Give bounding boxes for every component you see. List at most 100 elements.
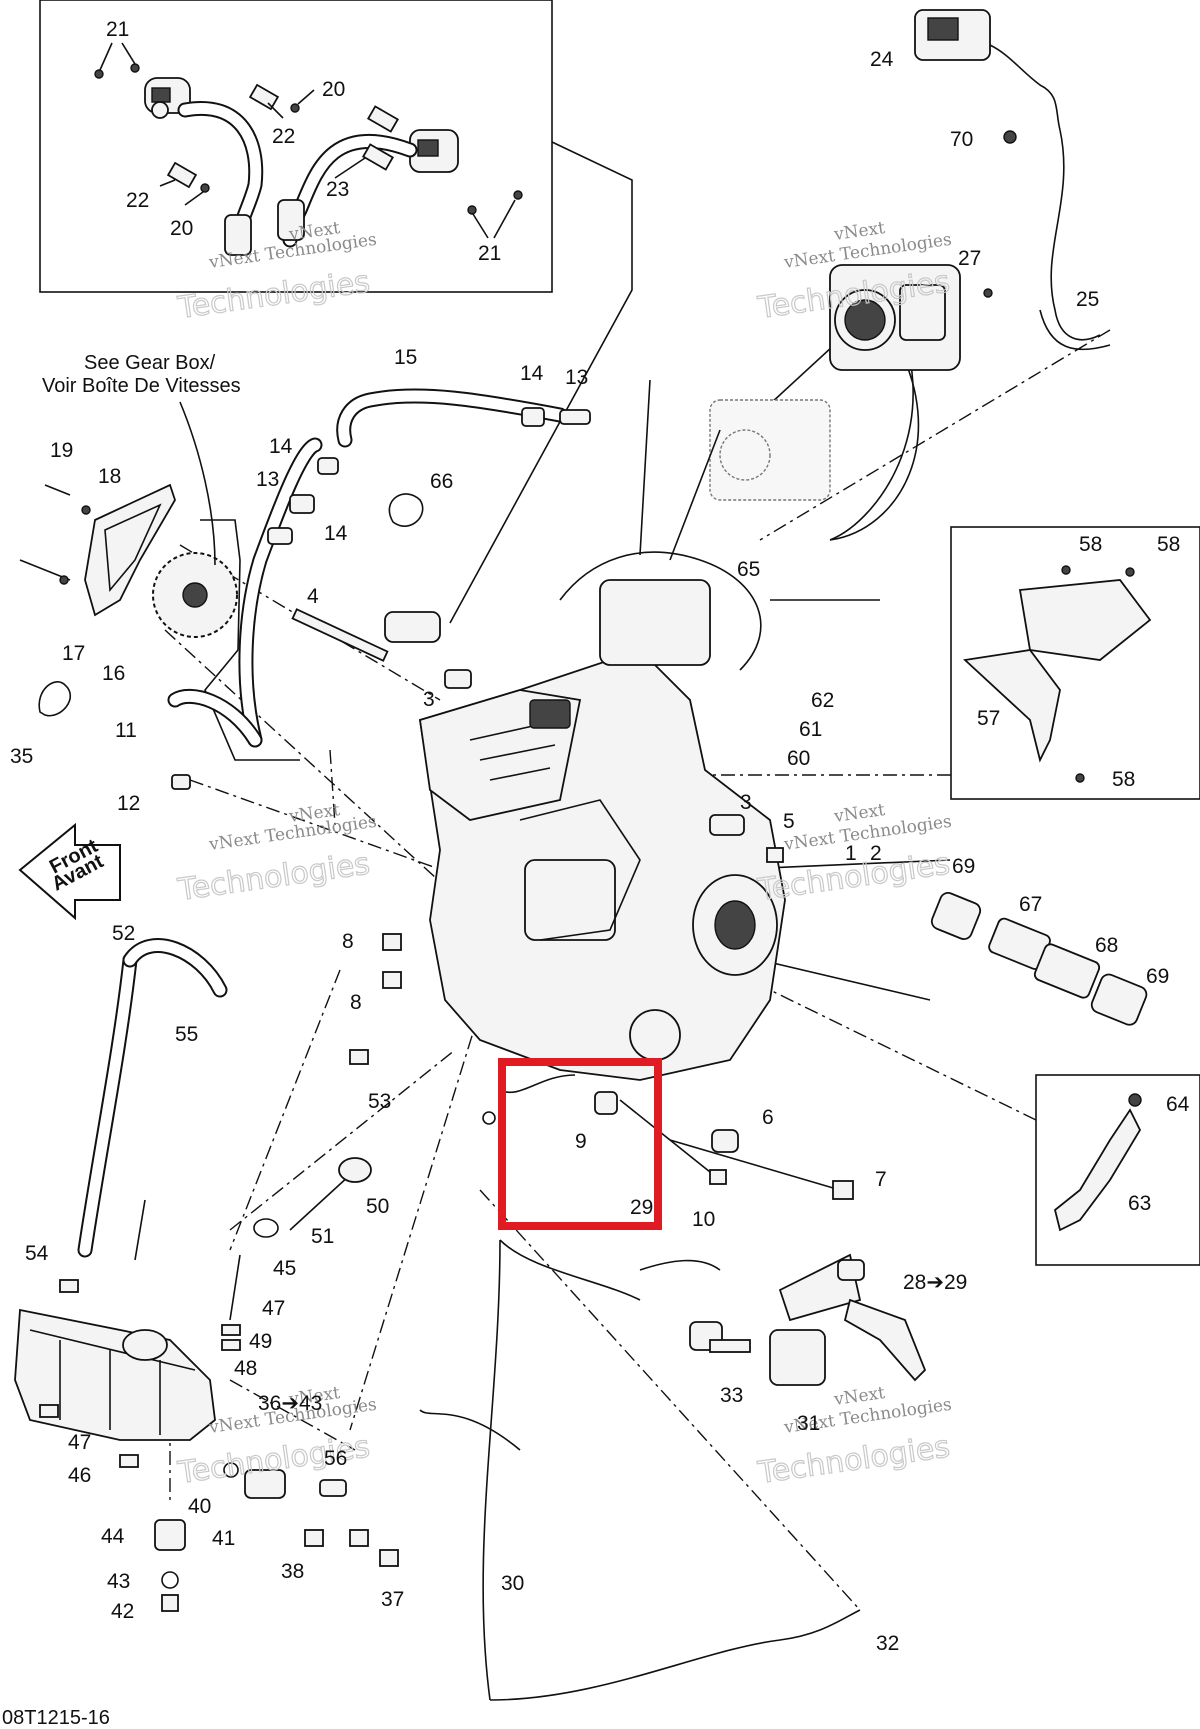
callout-40: 40 [188,1495,211,1518]
clamp-14c [267,527,293,545]
callout-57: 57 [977,707,1000,730]
callout-5: 5 [783,810,795,833]
callout-52: 52 [112,922,135,945]
callout-41: 41 [212,1527,235,1550]
callout-53: 53 [368,1090,391,1113]
callout-63: 63 [1128,1192,1151,1215]
mount-bushings [930,892,1148,1026]
callout-22: 22 [272,125,295,148]
nut-21d [513,190,523,200]
spacer-22a [248,83,280,111]
washer-43 [161,1571,179,1589]
callout-29: 29 [630,1196,653,1219]
ignition-coil-assembly [94,42,523,256]
callout-62: 62 [811,689,834,712]
callout-20: 20 [170,217,193,240]
oring-51 [253,1218,279,1238]
sensor-66 [384,611,441,643]
bushing-9 [594,1091,618,1115]
spacer-22b [166,161,198,189]
nut-21c [467,205,477,215]
callout-38: 38 [281,1560,304,1583]
cables [419,1239,861,1701]
throttle-body-top [914,9,1111,351]
bolt-7-head [832,1180,854,1200]
tank-hardware [39,1199,399,1612]
callout-49: 49 [249,1330,272,1353]
oring-40 [223,1462,239,1478]
callout-47: 47 [68,1431,91,1454]
shift-lever [1053,1093,1142,1232]
clamp-14b [317,457,339,475]
callout-17: 17 [62,642,85,665]
perch-31 [769,1329,826,1386]
callout-13: 13 [565,366,588,389]
oil-tank [14,1308,216,1441]
drive-sprocket [152,552,238,638]
clamp-56 [319,1479,347,1497]
callout-3: 3 [423,688,435,711]
spacer-23a [367,105,399,133]
callout-70: 70 [950,128,973,151]
callout-33: 33 [720,1384,743,1407]
fitting-37b [379,1549,399,1567]
nut-10 [709,1169,727,1185]
callout-31: 31 [797,1412,820,1435]
callout-7: 7 [875,1168,887,1191]
callout-66: 66 [430,470,453,493]
callout-50: 50 [366,1195,389,1218]
callout-36-43: 36➔43 [258,1392,322,1415]
callout-67: 67 [1019,893,1042,916]
callout-35: 35 [10,745,33,768]
clamp-12 [171,774,191,790]
adjuster-33b [709,1339,751,1353]
nut-20a [290,103,300,113]
watermark-outline: Technologies [175,846,372,908]
watermark-outline: Technologies [175,264,372,326]
nut-5 [766,847,784,863]
callout-15: 15 [394,346,417,369]
callout-22: 22 [126,189,149,212]
callout-68: 68 [1095,934,1118,957]
callout-65: 65 [737,558,760,581]
callout-labels: 21 20 22 23 22 20 21 24 70 27 25 15 14 1… [10,18,1190,1655]
gear-box-note-en: See Gear Box/ [84,352,216,374]
callout-4: 4 [307,585,319,608]
bushing-69a [930,892,982,940]
bushing-3b [709,814,745,836]
plug-42 [161,1594,179,1612]
pedal-bracket [963,565,1152,783]
callout-1: 1 [845,842,857,865]
callout-48: 48 [234,1357,257,1380]
shift-lever-inset-box [1035,1074,1200,1266]
spark-plug-boot-rear [277,199,305,241]
callout-21: 21 [478,242,501,265]
callout-14: 14 [520,362,544,385]
spacer-6 [711,1129,739,1153]
callout-8: 8 [350,991,362,1014]
highlight-box [498,1058,662,1230]
callout-6: 6 [762,1106,774,1129]
nut-21a [94,69,104,79]
callout-64: 64 [1166,1093,1190,1116]
fitting-38 [304,1529,324,1547]
callout-9: 9 [575,1130,587,1153]
callout-30: 30 [501,1572,524,1595]
gear-box-note-fr: Voir Boîte De Vitesses [42,375,241,397]
callout-44: 44 [101,1525,125,1548]
callout-23: 23 [326,178,349,201]
callout-18: 18 [98,465,121,488]
clutch-lever [689,1253,927,1386]
o-ring-66 [388,493,424,527]
spacer-44 [154,1519,186,1551]
callout-55: 55 [175,1023,198,1046]
clamp-70 [1003,130,1017,144]
spark-plug-boot-front [224,214,252,256]
callout-8: 8 [342,930,354,953]
callout-54: 54 [25,1242,49,1265]
watermark-outline: Technologies [755,1429,952,1491]
bushing-68 [1033,943,1101,999]
callout-69: 69 [952,855,975,878]
nut-8a [382,933,402,951]
